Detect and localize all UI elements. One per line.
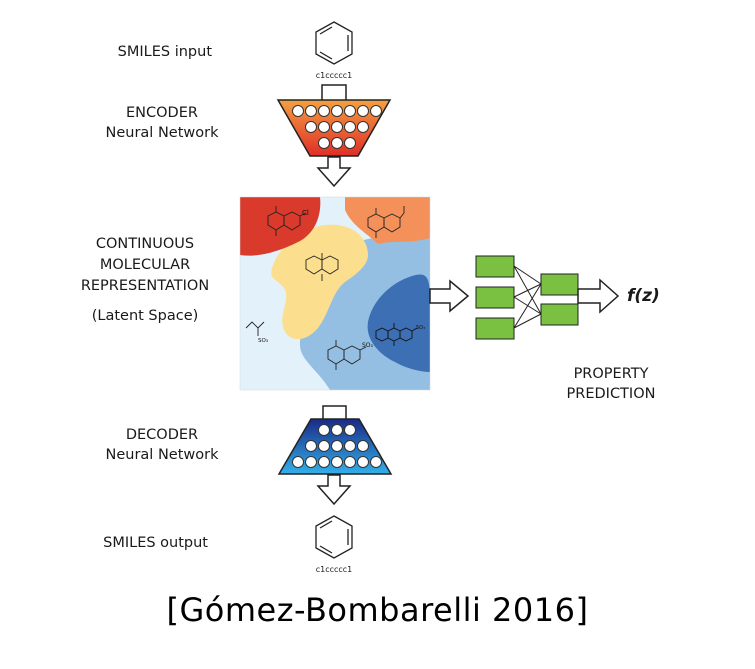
property-node-3 xyxy=(475,317,515,340)
property-line2: PREDICTION xyxy=(566,386,656,402)
so3-annotation-a: SO₃ xyxy=(258,338,268,344)
latent-line-molecular: MOLECULAR xyxy=(99,257,191,273)
molecule-icon-orange xyxy=(367,206,405,238)
property-prediction-label: PROPERTY PREDICTION xyxy=(556,364,666,404)
decoder-label: DECODER Neural Network xyxy=(82,425,242,465)
citation: [Gómez-Bombarelli 2016] xyxy=(166,591,589,629)
so3-annotation-b: SO₃ xyxy=(362,342,374,349)
property-output-arrow xyxy=(577,278,620,314)
fz-label: f(z) xyxy=(627,286,660,306)
molecule-icon-midblue xyxy=(327,340,367,370)
decoder-subtitle: Neural Network xyxy=(105,447,219,463)
benzene-input-icon xyxy=(315,21,353,65)
molecule-icon-yellow xyxy=(305,253,339,281)
smiles-output-string: c1ccccc1 xyxy=(315,565,353,574)
benzene-output-icon xyxy=(315,515,353,559)
latent-to-property-arrow xyxy=(429,279,470,313)
latent-line-representation: REPRESENTATION xyxy=(80,278,210,294)
property-network xyxy=(475,255,579,340)
molecule-icon-lightblue xyxy=(245,321,265,336)
encoder-subtitle: Neural Network xyxy=(105,125,219,141)
molecule-icon-red xyxy=(267,206,307,236)
property-node-1 xyxy=(475,255,515,278)
latent-line-space: (Latent Space) xyxy=(91,308,199,324)
latent-space-map xyxy=(240,197,430,390)
encoder-input-port xyxy=(321,84,347,102)
encoder-label: ENCODER Neural Network xyxy=(82,103,242,143)
property-node-4 xyxy=(540,273,579,296)
decoder-title: DECODER xyxy=(125,427,199,443)
property-node-5 xyxy=(540,303,579,326)
smiles-input-string: c1ccccc1 xyxy=(315,71,353,80)
decoder-nodes xyxy=(292,424,382,468)
property-line1: PROPERTY xyxy=(573,366,649,382)
so3-annotation-c: SO₃ xyxy=(416,325,425,331)
encoder-title: ENCODER xyxy=(126,105,198,121)
molecule-icon-darkblue xyxy=(375,323,418,346)
smiles-input-label: SMILES input xyxy=(117,44,212,60)
latent-label: CONTINUOUS MOLECULAR REPRESENTATION (Lat… xyxy=(60,234,230,326)
smiles-output-label: SMILES output xyxy=(103,535,208,551)
decoder-down-arrow xyxy=(316,474,352,506)
cl-annotation: Cl xyxy=(302,209,309,217)
decoder-input-port xyxy=(322,405,347,421)
encoder-nodes xyxy=(292,105,382,149)
latent-line-continuous: CONTINUOUS xyxy=(95,236,195,252)
encoder-down-arrow xyxy=(316,156,352,188)
property-node-2 xyxy=(475,286,515,309)
